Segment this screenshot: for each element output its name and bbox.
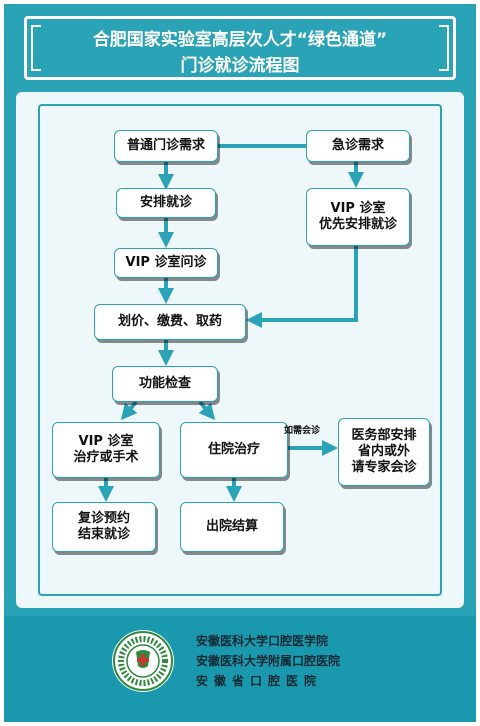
- node-vip-priority-line2: 优先安排就诊: [318, 217, 397, 232]
- node-expert-consult: 医务部安排 省内或外 请专家会诊: [338, 418, 430, 486]
- node-arrange-visit-text: 安排就诊: [139, 195, 192, 210]
- node-hospitalization: 住院治疗: [180, 422, 288, 478]
- node-arrange-visit: 安排就诊: [116, 188, 216, 218]
- node-vip-treatment: VIP 诊室 治疗或手术: [52, 422, 160, 478]
- node-general-outpatient: 普通门诊需求: [114, 130, 218, 162]
- node-function-check-text: 功能检查: [138, 376, 191, 391]
- node-function-check: 功能检查: [112, 366, 218, 402]
- node-pricing-payment: 划价、缴费、取药: [94, 304, 246, 340]
- node-expert-consult-line3: 请专家会诊: [351, 460, 417, 475]
- hospital-name-1: 安徽医科大学口腔医学院: [196, 634, 329, 648]
- node-follow-up-line1: 复诊预约: [77, 511, 130, 526]
- node-general-outpatient-text: 普通门诊需求: [126, 138, 205, 153]
- footer: 安徽医科大学口腔医学院 安徽医科大学附属口腔医院 安徽省口腔医院: [4, 616, 476, 722]
- arrow-vip-priority-to-pricing: [246, 246, 358, 328]
- node-vip-priority: VIP 诊室 优先安排就诊: [306, 188, 410, 246]
- hospital-logo-emblem-icon: [113, 631, 173, 691]
- title-line-1: 合肥国家实验室高层次人才“绿色通道”: [92, 30, 388, 50]
- arrow-check-to-hospitalization: [198, 400, 216, 421]
- title-banner: 合肥国家实验室高层次人才“绿色通道” 门诊就诊流程图: [24, 16, 456, 80]
- hospital-name-2: 安徽医科大学附属口腔医院: [196, 654, 341, 668]
- node-emergency-text: 急诊需求: [331, 138, 384, 153]
- hospital-name-3: 安徽省口腔医院: [196, 674, 323, 688]
- poster: 合肥国家实验室高层次人才“绿色通道” 门诊就诊流程图 普通门诊需求: [4, 4, 476, 722]
- node-discharge-text: 出院结算: [205, 519, 258, 534]
- consult-if-needed-label: 如需会诊: [284, 426, 321, 436]
- node-hospitalization-text: 住院治疗: [207, 442, 260, 457]
- node-vip-treatment-line2: 治疗或手术: [73, 450, 139, 465]
- node-follow-up-line2: 结束就诊: [77, 527, 130, 542]
- node-discharge: 出院结算: [180, 502, 284, 552]
- node-vip-priority-line1: VIP 诊室: [330, 201, 386, 216]
- node-vip-consult-text: VIP 诊室问诊: [125, 255, 207, 270]
- arrow-check-to-vip-treatment: [120, 400, 138, 421]
- node-emergency: 急诊需求: [306, 130, 410, 162]
- node-expert-consult-line2: 省内或外: [357, 444, 410, 459]
- flowchart-frame: [38, 104, 442, 596]
- node-expert-consult-line1: 医务部安排: [351, 428, 417, 443]
- node-vip-treatment-line1: VIP 诊室: [78, 434, 134, 449]
- node-vip-consult: VIP 诊室问诊: [114, 248, 218, 278]
- node-follow-up: 复诊预约 结束就诊: [52, 502, 156, 552]
- hospital-logo: [112, 630, 174, 692]
- flow-arrows: [98, 144, 364, 502]
- node-pricing-payment-text: 划价、缴费、取药: [117, 314, 222, 329]
- title-line-2: 门诊就诊流程图: [180, 56, 300, 76]
